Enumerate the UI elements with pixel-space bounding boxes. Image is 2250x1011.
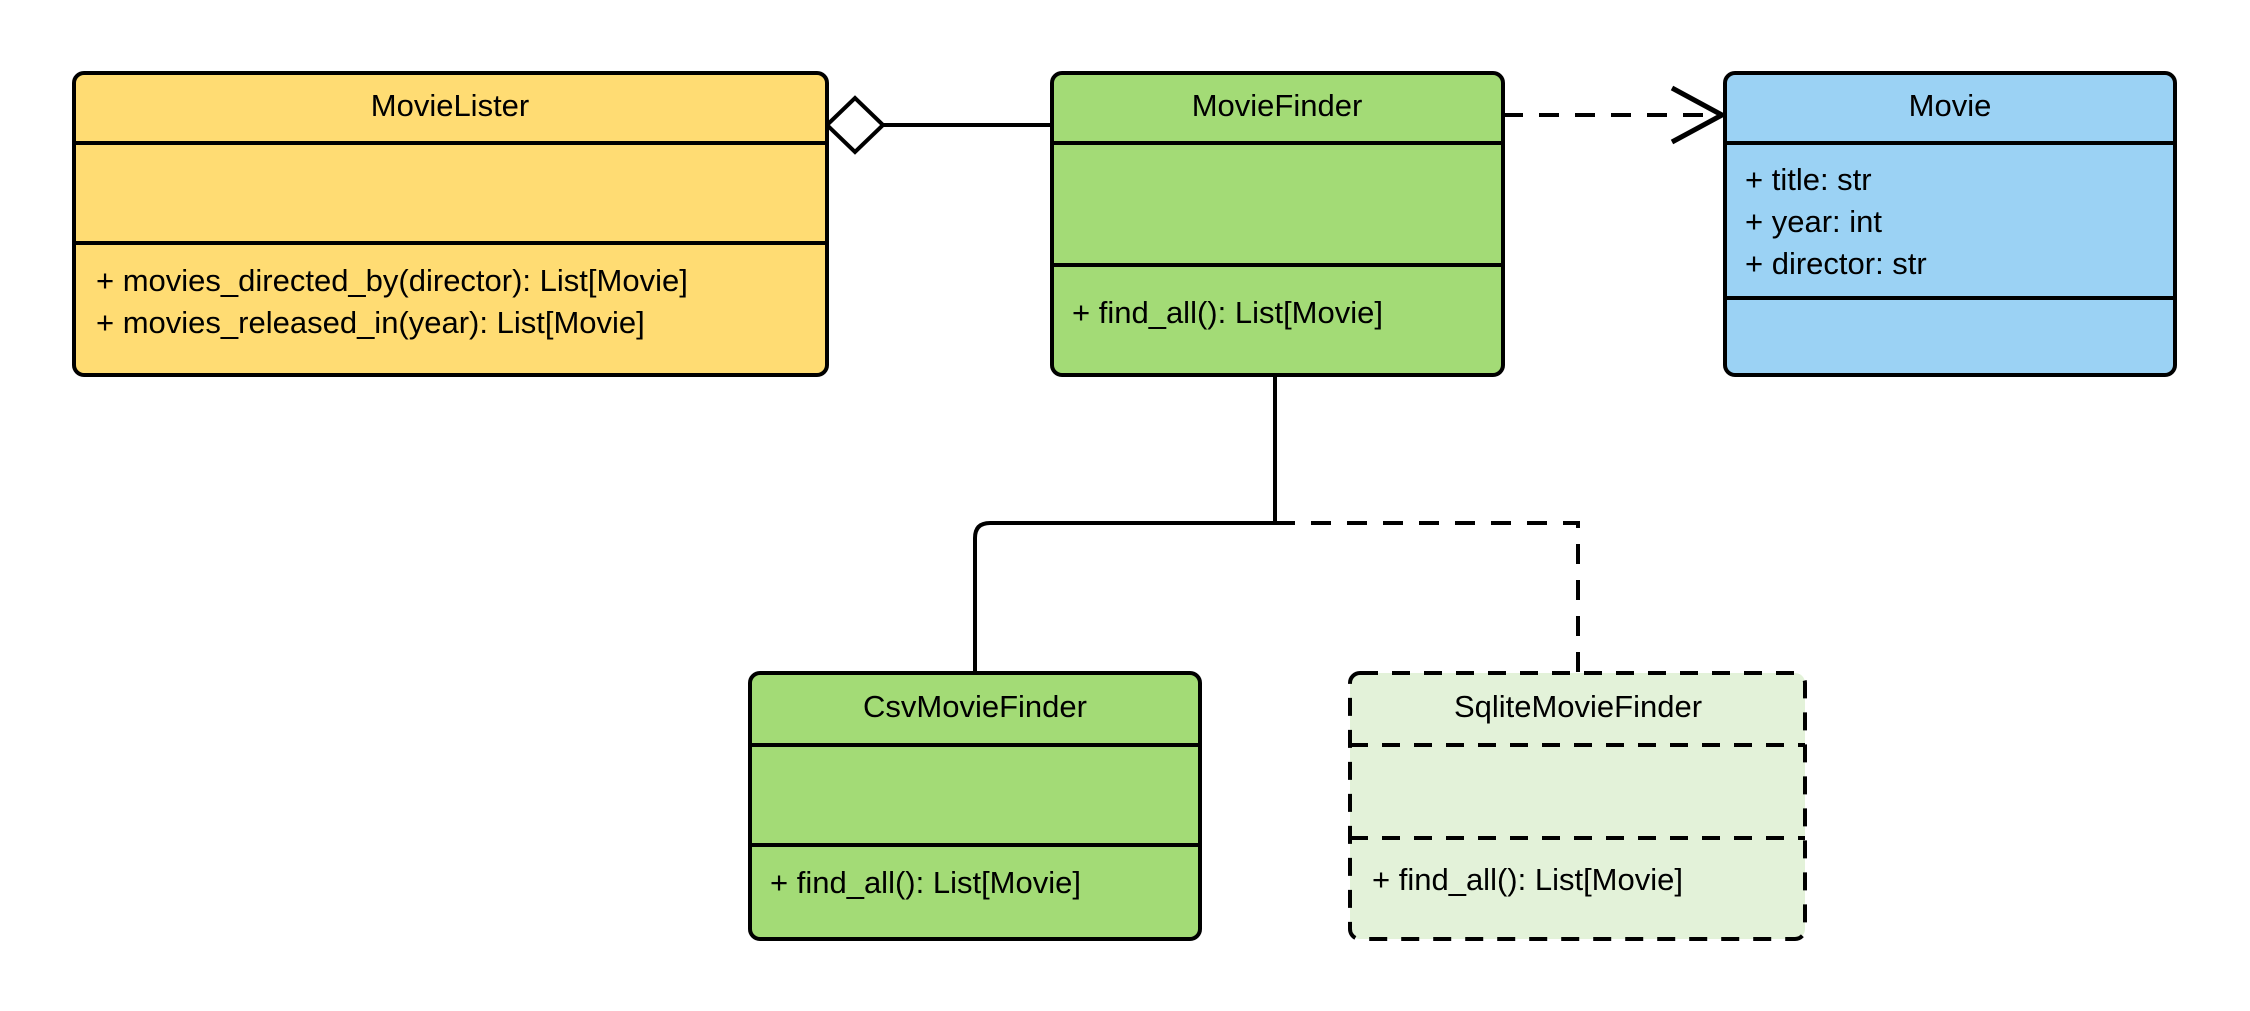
- movie-finder-title: MovieFinder: [1192, 88, 1363, 123]
- inheritance-csv-line: [973, 521, 1275, 673]
- class-box-movie-finder[interactable]: MovieFinder + find_all(): List[Movie]: [1050, 71, 1505, 377]
- hollow-diamond-icon: [824, 95, 886, 155]
- csv-movie-finder-body: [748, 671, 1202, 941]
- csv-movie-finder-method-0: + find_all(): List[Movie]: [770, 865, 1081, 900]
- movie-lister-body: [72, 71, 829, 377]
- csv-movie-finder-title: CsvMovieFinder: [863, 689, 1087, 724]
- edge-inheritance-sqlite-finder[interactable]: [1275, 521, 1580, 673]
- sqlite-movie-finder-method-0: + find_all(): List[Movie]: [1372, 862, 1683, 897]
- edge-aggregation-lister-finder[interactable]: [824, 95, 1052, 155]
- open-arrow-icon: [1670, 85, 1728, 145]
- movie-title: Movie: [1909, 88, 1992, 123]
- class-box-csv-movie-finder[interactable]: CsvMovieFinder + find_all(): List[Movie]: [748, 671, 1202, 941]
- movie-finder-method-0: + find_all(): List[Movie]: [1072, 295, 1383, 330]
- sqlite-movie-finder-title: SqliteMovieFinder: [1454, 689, 1702, 724]
- movie-attribute-1: + year: int: [1745, 204, 1882, 239]
- movie-finder-body: [1050, 71, 1505, 377]
- movie-attribute-2: + director: str: [1745, 246, 1927, 281]
- movie-lister-method-0: + movies_directed_by(director): List[Mov…: [96, 263, 688, 298]
- edge-dependency-finder-movie[interactable]: [1503, 85, 1728, 145]
- sqlite-movie-finder-body: [1348, 671, 1807, 941]
- movie-lister-method-1: + movies_released_in(year): List[Movie]: [96, 305, 645, 340]
- inheritance-sqlite-line: [1275, 521, 1580, 673]
- movie-attribute-0: + title: str: [1745, 162, 1872, 197]
- edge-inheritance-csv-finder[interactable]: [973, 521, 1275, 673]
- class-box-sqlite-movie-finder[interactable]: SqliteMovieFinder + find_all(): List[Mov…: [1348, 671, 1807, 941]
- class-box-movie-lister[interactable]: MovieLister + movies_directed_by(directo…: [72, 71, 829, 377]
- class-box-movie[interactable]: Movie + title: str + year: int + directo…: [1723, 71, 2177, 377]
- movie-lister-title: MovieLister: [371, 88, 530, 123]
